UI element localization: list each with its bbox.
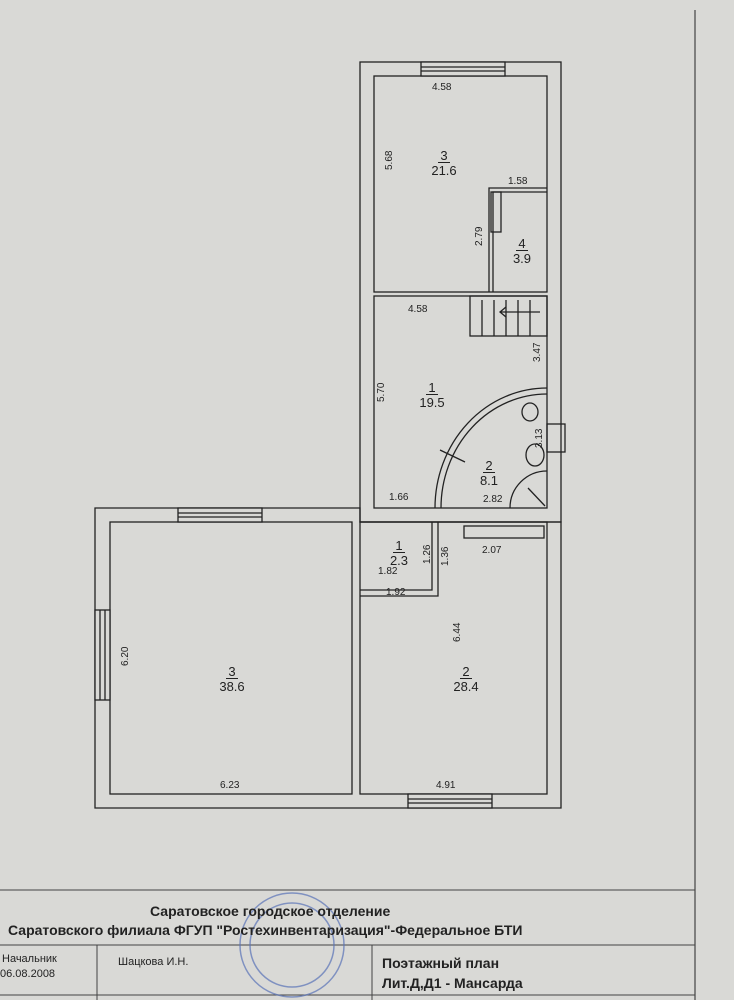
room-area: 8.1 — [479, 473, 499, 488]
dimension-label: 3.47 — [532, 342, 543, 362]
dimension-label: 1.58 — [508, 176, 528, 187]
dimension-label: 2.82 — [483, 494, 503, 505]
dimension-label: 4.91 — [436, 780, 456, 791]
room-area: 21.6 — [431, 163, 457, 178]
dimension-label: 5.68 — [384, 150, 395, 170]
dimension-label: 2.79 — [474, 226, 485, 246]
document-subtitle: Лит.Д,Д1 - Мансарда — [382, 975, 523, 991]
stamp — [239, 892, 345, 998]
room-area: 19.5 — [419, 395, 445, 410]
room-area: 2.3 — [389, 553, 409, 568]
dimension-label: 1.82 — [378, 566, 398, 577]
dimension-label: 1.36 — [440, 546, 451, 566]
dimension-label: 4.58 — [408, 304, 428, 315]
stairs — [469, 295, 548, 337]
lower-wing-outer-wall — [94, 507, 562, 809]
room-number: 3 — [226, 664, 238, 679]
window-bottom — [407, 793, 493, 809]
dimension-label: 6.44 — [452, 622, 463, 642]
dimension-label: 1.26 — [422, 544, 433, 564]
responsible-name: Шацкова И.Н. — [118, 956, 189, 968]
room-area: 28.4 — [453, 679, 479, 694]
dimension-label: 6.23 — [220, 780, 240, 791]
organization-line-1: Саратовское городское отделение — [150, 903, 391, 919]
window-left — [94, 609, 111, 701]
date-label: 06.08.2008 — [0, 968, 56, 980]
window-top-left — [177, 507, 263, 523]
dimension-label: 3.13 — [534, 428, 545, 448]
dimension-label: 1.66 — [389, 492, 409, 503]
dimension-label: 2.07 — [482, 545, 502, 556]
organization-line-2: Саратовского филиала ФГУП "Ростехинвента… — [8, 922, 523, 938]
dimension-label: 4.58 — [432, 82, 452, 93]
room-area: 3.9 — [512, 251, 532, 266]
room-number: 1 — [393, 538, 405, 553]
room-number: 2 — [483, 458, 495, 473]
dimension-label: 6.20 — [120, 646, 131, 666]
room-number: 3 — [438, 148, 450, 163]
dimension-label: 5.70 — [376, 382, 387, 402]
room-area: 38.6 — [219, 679, 245, 694]
curved-wall — [434, 387, 548, 509]
room-number: 4 — [516, 236, 528, 251]
room-number: 2 — [460, 664, 472, 679]
document-title: Поэтажный план — [382, 955, 500, 971]
dimension-label: 1.92 — [386, 587, 406, 598]
room-number: 1 — [426, 380, 438, 395]
window-top — [420, 61, 506, 77]
role-label: Начальник — [2, 953, 57, 965]
